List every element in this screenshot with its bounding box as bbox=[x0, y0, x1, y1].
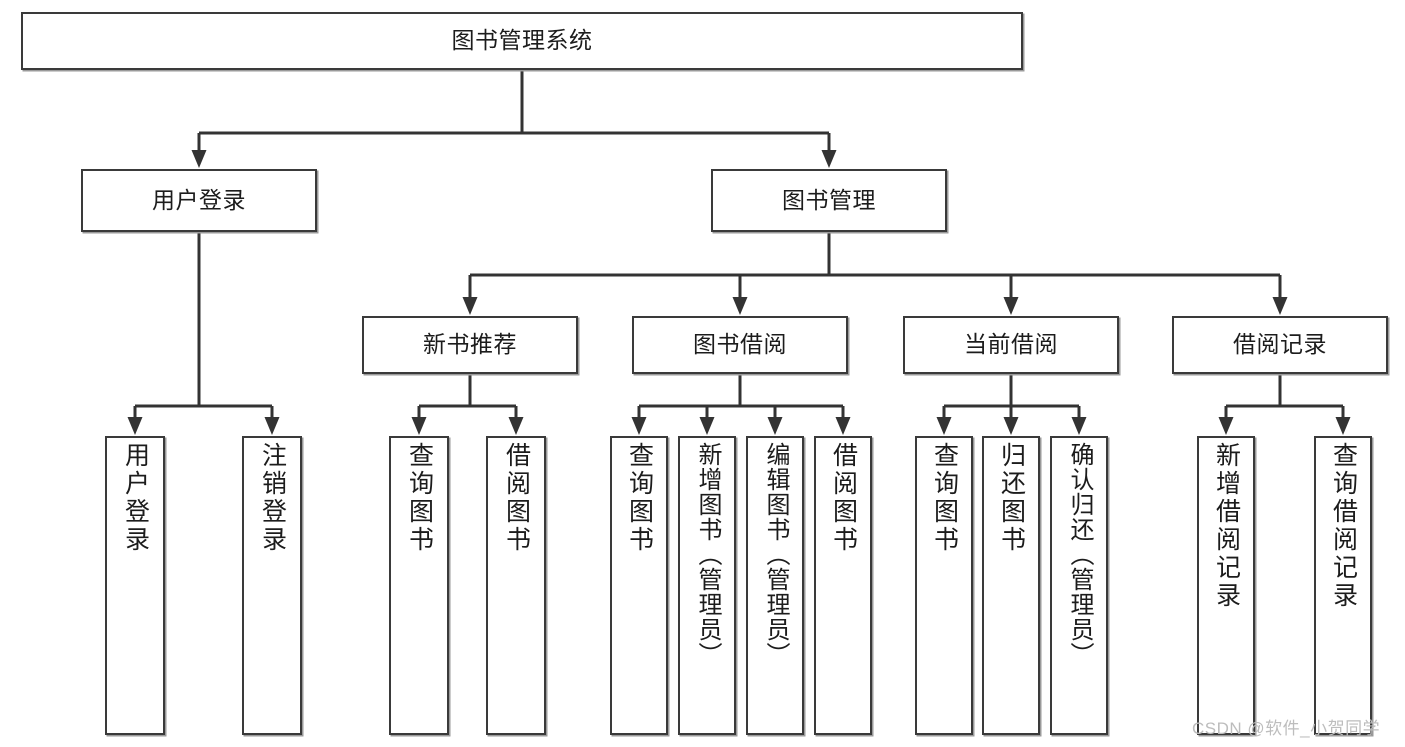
arrowhead-current-borrow bbox=[1003, 297, 1019, 315]
arrowhead-leaf-edit-book bbox=[767, 417, 783, 435]
node-label: 查询借阅记录 bbox=[1329, 442, 1358, 610]
node-leaf-borrow-book-2[interactable]: 借阅图书 bbox=[814, 436, 872, 735]
node-label: 新增借阅记录 bbox=[1212, 442, 1241, 610]
node-label: 借阅图书 bbox=[502, 442, 531, 554]
node-book-borrow[interactable]: 图书借阅 bbox=[632, 316, 848, 374]
arrowhead-leaf-user-login bbox=[127, 417, 143, 435]
node-root[interactable]: 图书管理系统 bbox=[21, 12, 1023, 70]
arrowhead-borrow-record bbox=[1272, 297, 1288, 315]
node-label: 图书借阅 bbox=[693, 331, 787, 358]
node-leaf-add-record[interactable]: 新增借阅记录 bbox=[1197, 436, 1255, 735]
node-label: 用户登录 bbox=[121, 442, 150, 554]
node-leaf-user-login[interactable]: 用户登录 bbox=[105, 436, 165, 735]
node-label: 借阅记录 bbox=[1233, 331, 1327, 358]
node-leaf-query-book-1[interactable]: 查询图书 bbox=[389, 436, 449, 735]
arrowhead-new-book-rec bbox=[462, 297, 478, 315]
node-label: 查询图书 bbox=[930, 442, 959, 554]
node-borrow-record[interactable]: 借阅记录 bbox=[1172, 316, 1388, 374]
node-label: 归还图书 bbox=[997, 442, 1026, 554]
arrowhead-book-manage bbox=[821, 150, 837, 168]
node-label: 用户登录 bbox=[152, 186, 246, 213]
csdn-watermark: CSDN @软件_小贺同学 bbox=[1192, 719, 1381, 738]
node-label: 图书管理系统 bbox=[451, 27, 593, 54]
node-new-book-rec[interactable]: 新书推荐 bbox=[362, 316, 578, 374]
arrowhead-leaf-logout bbox=[264, 417, 280, 435]
node-label: 注销登录 bbox=[258, 442, 287, 554]
node-label: 借阅图书 bbox=[829, 442, 858, 554]
arrowhead-leaf-query-book-1 bbox=[411, 417, 427, 435]
arrowhead-leaf-query-record bbox=[1335, 417, 1351, 435]
node-label: 新书推荐 bbox=[423, 331, 517, 358]
arrowhead-leaf-borrow-book-2 bbox=[835, 417, 851, 435]
node-leaf-logout[interactable]: 注销登录 bbox=[242, 436, 302, 735]
arrowhead-leaf-confirm-return bbox=[1071, 417, 1087, 435]
arrowhead-leaf-return-book bbox=[1003, 417, 1019, 435]
arrowhead-user-login bbox=[191, 150, 207, 168]
node-label: 查询图书 bbox=[625, 442, 654, 554]
node-label: 查询图书 bbox=[405, 442, 434, 554]
node-leaf-edit-book[interactable]: 编辑图书（管理员） bbox=[746, 436, 804, 735]
arrowhead-leaf-add-book bbox=[699, 417, 715, 435]
node-leaf-query-book-2[interactable]: 查询图书 bbox=[610, 436, 668, 735]
node-label: 当前借阅 bbox=[964, 331, 1058, 358]
node-current-borrow[interactable]: 当前借阅 bbox=[903, 316, 1119, 374]
node-leaf-add-book[interactable]: 新增图书（管理员） bbox=[678, 436, 736, 735]
arrowhead-book-borrow bbox=[732, 297, 748, 315]
node-leaf-query-book-3[interactable]: 查询图书 bbox=[915, 436, 973, 735]
node-label: 编辑图书（管理员） bbox=[762, 442, 789, 667]
node-label: 新增图书（管理员） bbox=[694, 442, 721, 667]
arrowhead-leaf-add-record bbox=[1218, 417, 1234, 435]
node-leaf-return-book[interactable]: 归还图书 bbox=[982, 436, 1040, 735]
node-label: 确认归还（管理员） bbox=[1066, 442, 1093, 667]
node-leaf-confirm-return[interactable]: 确认归还（管理员） bbox=[1050, 436, 1108, 735]
node-leaf-borrow-book-1[interactable]: 借阅图书 bbox=[486, 436, 546, 735]
node-user-login[interactable]: 用户登录 bbox=[81, 169, 317, 232]
arrowhead-leaf-query-book-2 bbox=[631, 417, 647, 435]
arrowhead-leaf-query-book-3 bbox=[936, 417, 952, 435]
arrowhead-leaf-borrow-book-1 bbox=[508, 417, 524, 435]
node-label: 图书管理 bbox=[782, 186, 876, 213]
node-leaf-query-record[interactable]: 查询借阅记录 bbox=[1314, 436, 1372, 735]
node-book-manage[interactable]: 图书管理 bbox=[711, 169, 947, 232]
